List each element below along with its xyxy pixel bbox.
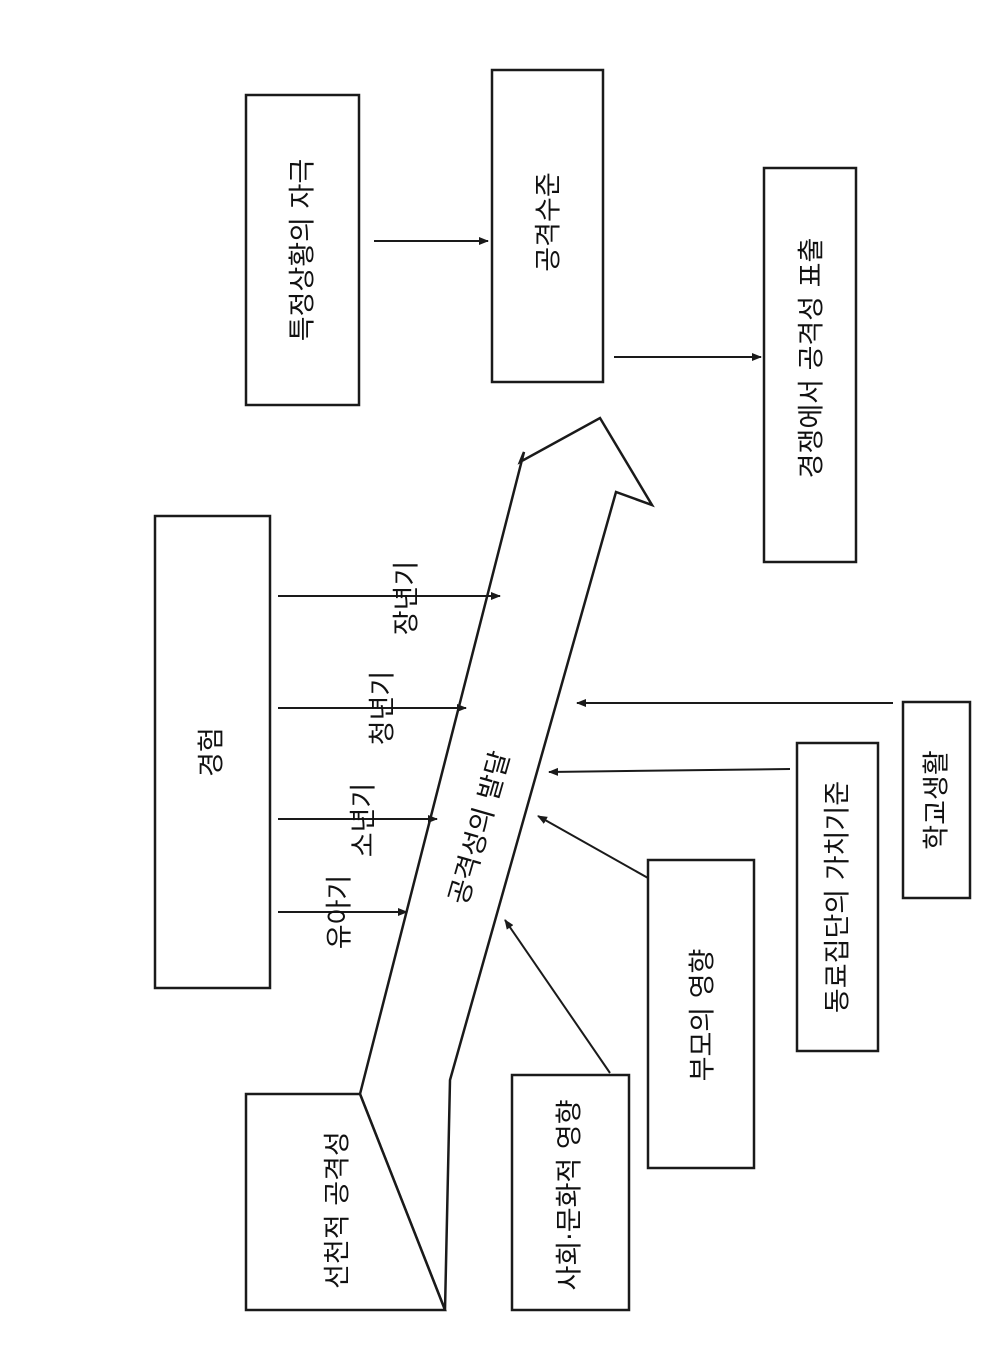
parents-label: 부모의 영향 — [688, 949, 719, 1082]
parents-arrow — [537, 815, 649, 879]
expression-label: 경쟁에서 공격성 표출 — [797, 238, 828, 479]
stimulus-label: 특정상황의 자극 — [288, 159, 319, 341]
peer-values-label: 동료집단의 가치기준 — [823, 781, 854, 1013]
socio-cultural-box — [510, 1073, 631, 1312]
attack-level-label: 공격수준 — [534, 172, 565, 271]
innate-label: 선천적 공격성 — [323, 1131, 354, 1289]
school-box — [901, 700, 972, 900]
parents-box — [646, 858, 756, 1170]
infancy-label: 유아기 — [325, 875, 356, 950]
expression-box — [762, 166, 858, 564]
childhood-label: 소년기 — [349, 783, 380, 858]
experience-label: 경험 — [197, 727, 228, 777]
peer-values-arrow — [548, 767, 791, 776]
socio-cultural-label: 사회·문화적 영향 — [555, 1099, 586, 1290]
development-big-arrow — [358, 416, 655, 1311]
stimulus-box — [244, 93, 361, 407]
experience-box — [153, 514, 272, 990]
socio-cultural-arrow — [504, 919, 611, 1074]
adolescence-label: 청년기 — [368, 671, 399, 746]
adulthood-label: 장년기 — [392, 561, 423, 636]
school-label: 학교생활 — [922, 750, 953, 849]
attack-level-box — [490, 68, 605, 384]
peer-values-box — [795, 741, 880, 1053]
innate-box — [244, 1092, 447, 1312]
